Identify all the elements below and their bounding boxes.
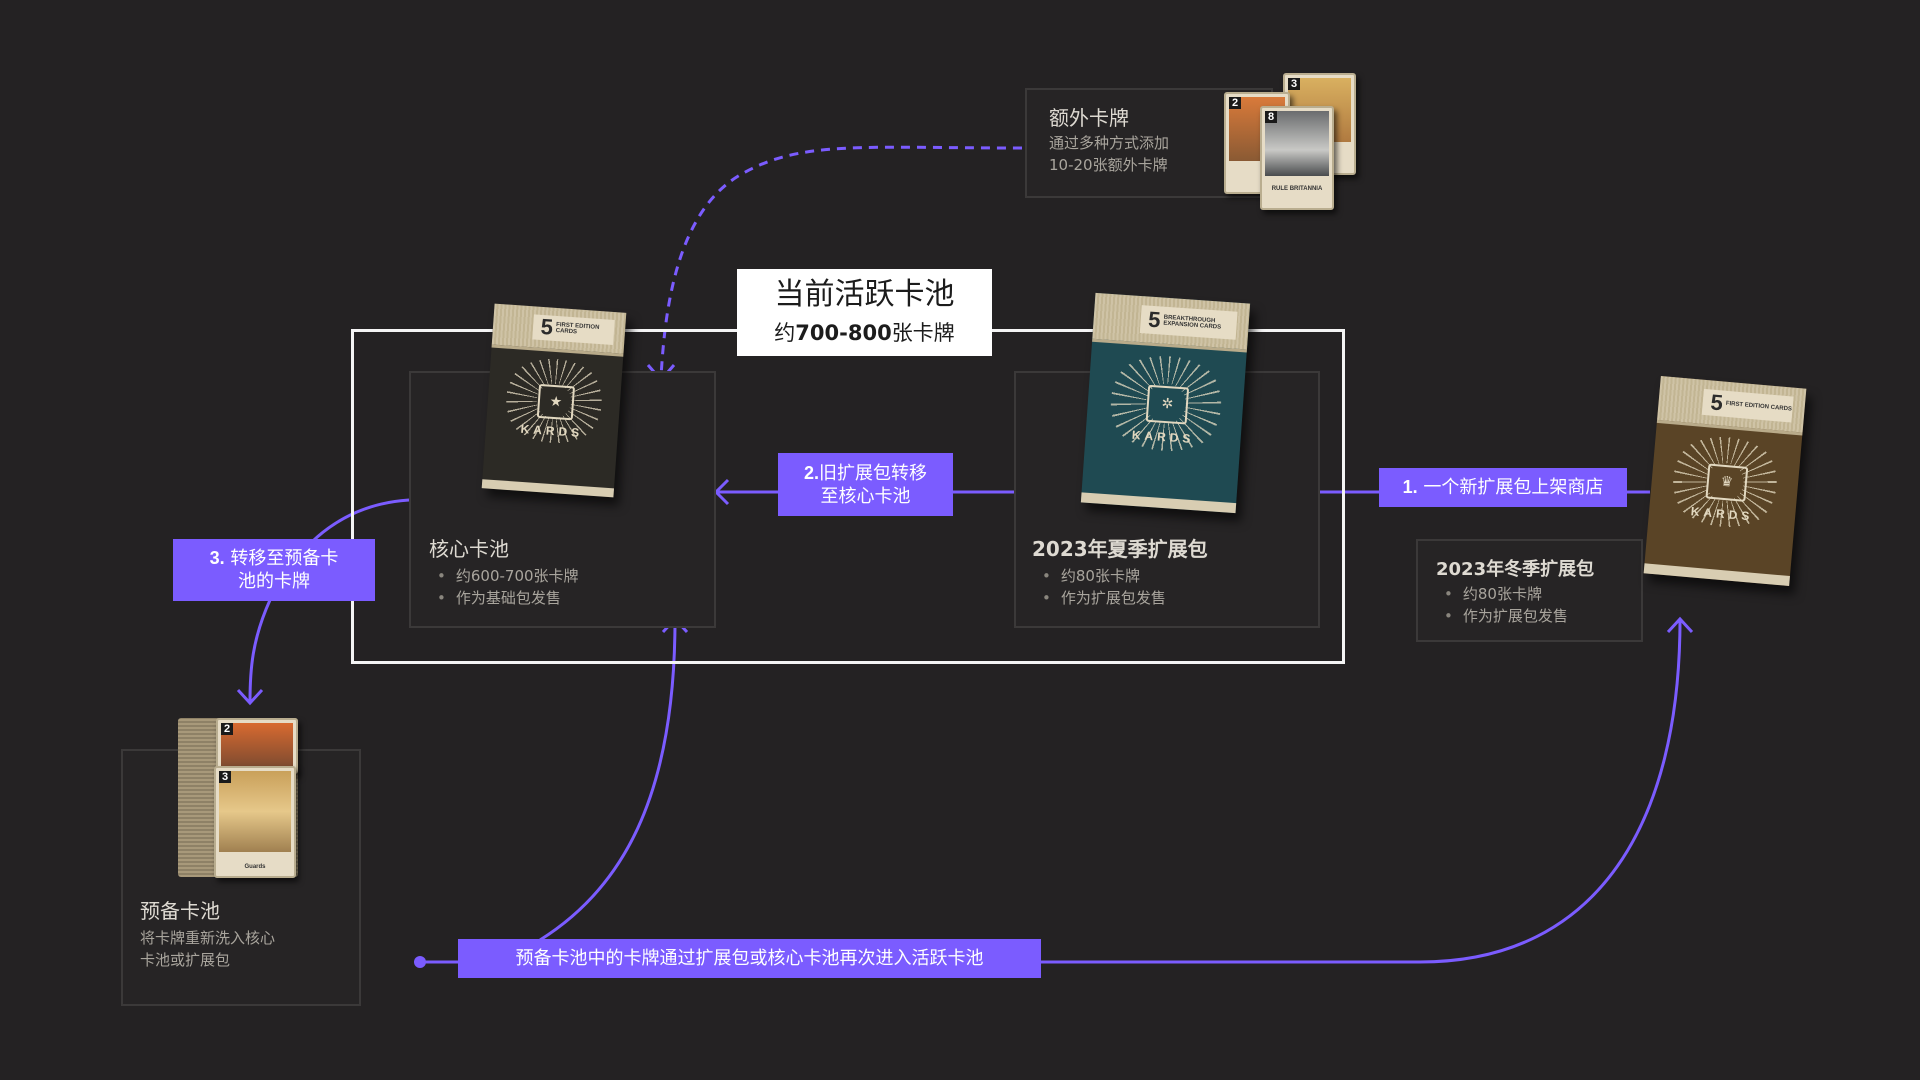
step-text: 池的卡牌 (238, 571, 310, 592)
star-icon: ★ (536, 384, 575, 421)
winter-pack-title: 2023年冬季扩展包 (1436, 559, 1595, 580)
pack-caption: FIRST EDITION CARDS (555, 322, 600, 336)
pack-caption: FIRST EDITION CARDS (1725, 400, 1793, 413)
winter-pack-bullets: 约80张卡牌 作为扩展包发售 (1444, 583, 1568, 627)
summer-pack-title: 2023年夏季扩展包 (1032, 537, 1208, 561)
card-cost: 3 (219, 771, 232, 783)
core-pool-bullets: 约600-700张卡牌 作为基础包发售 (437, 565, 579, 609)
subtitle-suffix: 张卡牌 (891, 321, 955, 345)
active-pool-subtitle: 约700-800张卡牌 (737, 317, 992, 347)
step2-label: 2.旧扩展包转移 至核心卡池 (778, 453, 953, 516)
return-arrow-core (539, 619, 677, 942)
active-pool-title-box: 当前活跃卡池 约700-800张卡牌 (737, 269, 992, 356)
reserve-pool-desc: 将卡牌重新洗入核心 卡池或扩展包 (140, 927, 275, 971)
step-text: 旧扩展包转移 (819, 462, 927, 484)
return-arrow (420, 619, 1682, 964)
reserve-card-stack-image: 2 3 Guards (178, 718, 298, 878)
reserve-card: 2 (216, 718, 298, 774)
extra-cards-title: 额外卡牌 (1049, 106, 1129, 130)
step-text: 一个新扩展包上架商店 (1423, 477, 1604, 498)
gear-icon: ✲ (1145, 384, 1190, 425)
bullet-item: 约80张卡牌 (1444, 583, 1568, 605)
step3-arrowhead (236, 688, 264, 706)
step1-label: 1. 一个新扩展包上架商店 (1379, 468, 1627, 507)
bullet-item: 约600-700张卡牌 (437, 565, 579, 587)
reserve-pool-title: 预备卡池 (140, 899, 220, 923)
return-label: 预备卡池中的卡牌通过扩展包或核心卡池再次进入活跃卡池 (458, 939, 1041, 978)
step-number: 1. (1402, 477, 1418, 497)
step3-label: 3. 转移至预备卡 池的卡牌 (173, 539, 375, 601)
extra-cards-line: 通过多种方式添加 (1049, 134, 1170, 152)
pack-count: 5 (539, 314, 554, 341)
step2-arrowhead (713, 478, 730, 506)
extra-card-image: 8 RULE BRITANNIA (1260, 106, 1334, 210)
step-text: 转移至预备卡 (230, 548, 339, 569)
card-cost: 3 (1288, 78, 1301, 90)
card-cost: 2 (1229, 97, 1242, 109)
bullet-item: 约80张卡牌 (1042, 565, 1166, 587)
card-name: Guards (244, 863, 266, 870)
extra-cards-desc: 通过多种方式添加 10-20张额外卡牌 (1049, 132, 1169, 176)
return-start-dot (414, 956, 426, 968)
bullet-item: 作为扩展包发售 (1444, 605, 1568, 627)
reserve-pool-line: 卡池或扩展包 (140, 951, 231, 969)
card-cost: 2 (221, 723, 234, 735)
eagle-icon: ♛ (1705, 463, 1748, 503)
subtitle-count: 700-800 (795, 321, 892, 345)
card-name: RULE BRITANNIA (1271, 186, 1323, 192)
return-arrowhead-winter (1666, 616, 1694, 634)
reserve-pool-line: 将卡牌重新洗入核心 (140, 929, 276, 947)
core-pool-title: 核心卡池 (429, 537, 509, 561)
return-text: 预备卡池中的卡牌通过扩展包或核心卡池再次进入活跃卡池 (515, 948, 984, 969)
active-pool-title: 当前活跃卡池 (774, 277, 955, 312)
reserve-card: 3 Guards (214, 766, 296, 878)
bullet-item: 作为扩展包发售 (1042, 587, 1166, 609)
card-cost: 8 (1265, 111, 1278, 123)
pack-count: 5 (1709, 389, 1724, 416)
winter-pack-box: 2023年冬季扩展包 约80张卡牌 作为扩展包发售 (1416, 539, 1643, 642)
step-number: 2. (803, 462, 819, 483)
extra-cards-line: 10-20张额外卡牌 (1049, 156, 1168, 174)
step-number: 3. (209, 548, 225, 568)
pack-count: 5 (1147, 306, 1162, 333)
step-text: 至核心卡池 (820, 485, 911, 507)
subtitle-prefix: 约 (774, 321, 796, 345)
pack-caption: BREAKTHROUGH EXPANSION CARDS (1163, 314, 1222, 331)
summer-pack-bullets: 约80张卡牌 作为扩展包发售 (1042, 565, 1166, 609)
extra-cards-dashed-arrow (659, 145, 1023, 379)
bullet-item: 作为基础包发售 (437, 587, 579, 609)
